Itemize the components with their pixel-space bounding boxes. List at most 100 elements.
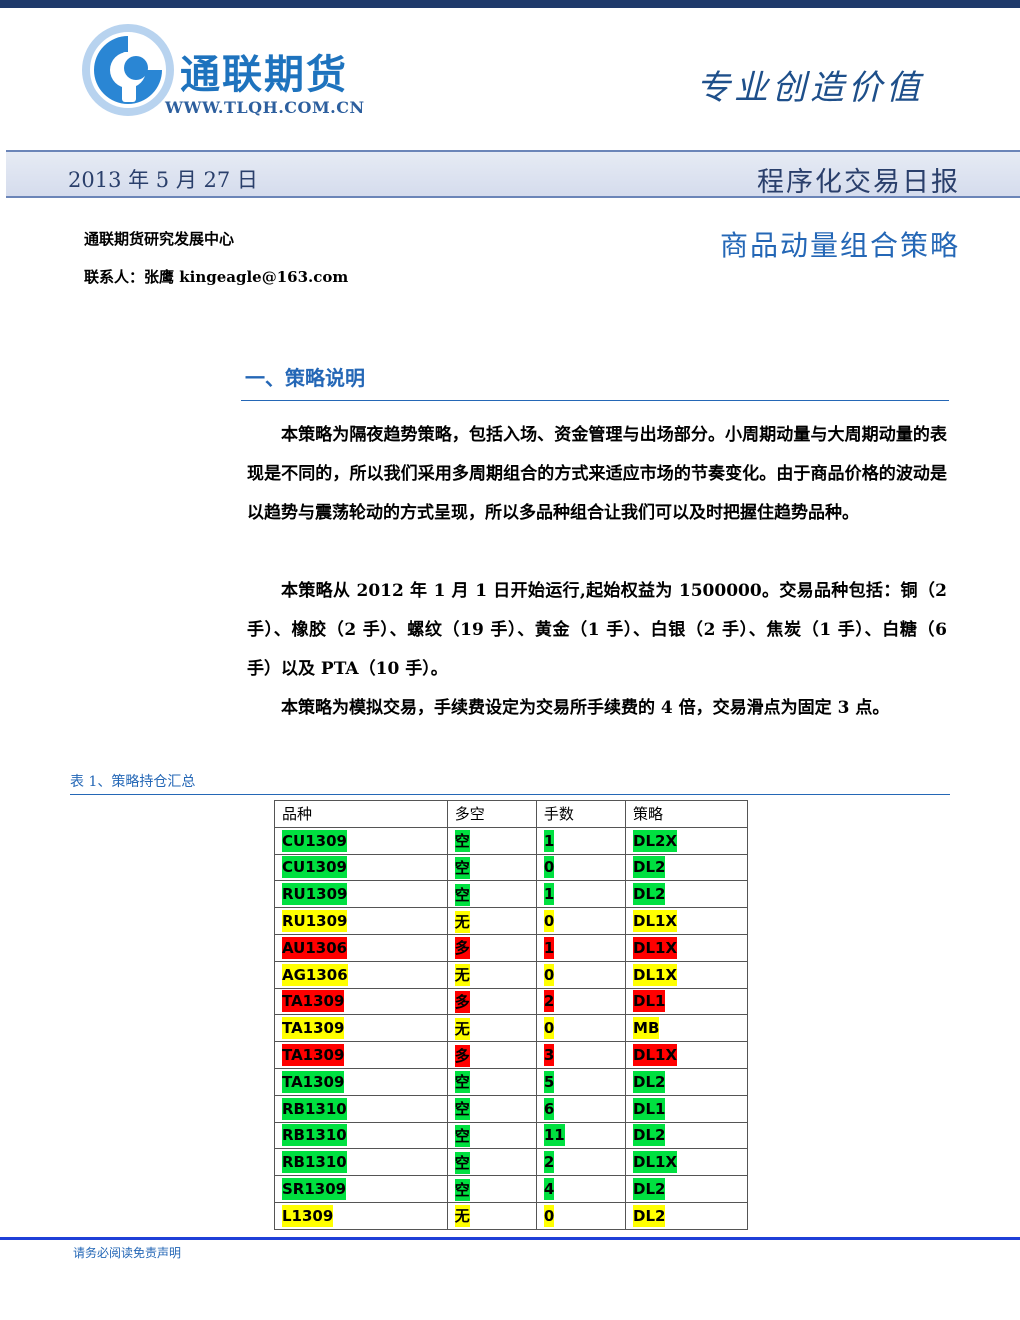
strategy-name: 商品动量组合策略 — [719, 229, 960, 262]
table-cell: AU1306 — [274, 933, 448, 962]
cell-value: 1 — [543, 829, 555, 852]
table-cell: CU1309 — [274, 826, 448, 855]
table-cell: 空 — [446, 880, 537, 909]
cell-value: DL1X — [633, 1151, 678, 1174]
table-cell: 3 — [535, 1041, 627, 1069]
cell-value: 空 — [454, 883, 470, 906]
table-cell: CU1309 — [274, 853, 448, 882]
table-cell: 无 — [446, 960, 537, 989]
cell-value: 0 — [543, 963, 555, 986]
table-cell: 0 — [535, 960, 627, 989]
table-cell: 无 — [446, 1201, 537, 1230]
company-logo-icon — [82, 24, 174, 116]
table-cell: RB1310 — [274, 1148, 448, 1177]
table-cell: 0 — [535, 1014, 627, 1043]
cell-value: 空 — [454, 1071, 470, 1094]
table-cell: 无 — [446, 1014, 537, 1043]
section-heading: 一、策略说明 — [245, 366, 365, 390]
footer-divider — [0, 1237, 1020, 1240]
cell-value: 空 — [454, 1098, 470, 1121]
table-cell: 0 — [535, 907, 627, 935]
cell-value: 无 — [454, 910, 470, 933]
cell-value: 无 — [454, 1017, 470, 1040]
logo-name: 通联期货 — [180, 52, 348, 98]
cell-value: DL1X — [633, 936, 678, 959]
body-paragraph: 本策略为隔夜趋势策略，包括入场、资金管理与出场部分。小周期动量与大周期动量的表现… — [247, 425, 947, 523]
table-cell: L1309 — [274, 1201, 448, 1230]
table-cell: TA1309 — [274, 987, 448, 1016]
table-cell: 6 — [535, 1094, 627, 1123]
table-cell: 多 — [446, 933, 537, 962]
cell-value: DL2 — [633, 1070, 666, 1093]
logo-url: WWW.TLQH.COM.CN — [165, 98, 365, 117]
body-paragraph: 本策略从 2012 年 1 月 1 日开始运行,起始权益为 1500000。交易… — [247, 581, 947, 679]
table-cell: 空 — [446, 1067, 537, 1096]
cell-value: L1309 — [282, 1204, 334, 1227]
cell-value: 6 — [543, 1097, 555, 1120]
cell-value: 5 — [543, 1070, 555, 1093]
cell-value: DL1X — [633, 1044, 678, 1067]
table-cell: DL1 — [625, 1094, 748, 1123]
cell-value: RB1310 — [282, 1097, 347, 1120]
cell-value: TA1309 — [282, 1070, 345, 1093]
section-divider — [241, 400, 949, 401]
cell-value: 2 — [543, 1151, 555, 1174]
cell-value: 无 — [454, 1205, 470, 1228]
cell-value: AU1306 — [282, 936, 348, 959]
table-cell: 空 — [446, 1121, 537, 1150]
cell-value: 空 — [454, 1124, 470, 1147]
cell-value: TA1309 — [282, 1044, 345, 1067]
table-cell: 1 — [535, 880, 627, 909]
table-cell: TA1309 — [274, 1067, 448, 1096]
cell-value: 空 — [454, 856, 470, 879]
column-header: 策略 — [625, 800, 748, 828]
cell-value: RU1309 — [282, 910, 348, 933]
table-cell: DL1X — [625, 1148, 748, 1177]
cell-value: CU1309 — [282, 856, 347, 879]
body-paragraph: 本策略为模拟交易，手续费设定为交易所手续费的 4 倍，交易滑点为固定 3 点。 — [281, 698, 890, 718]
cell-value: AG1306 — [282, 963, 348, 986]
cell-value: DL2X — [633, 829, 678, 852]
slogan: 专业创造价值 — [696, 68, 924, 108]
cell-value: 0 — [543, 1017, 555, 1040]
author-dept: 通联期货研究发展中心 — [84, 230, 235, 248]
table-cell: MB — [625, 1014, 748, 1043]
table-cell: 空 — [446, 826, 537, 855]
cell-value: 多 — [454, 937, 470, 960]
table-cell: RU1309 — [274, 880, 448, 909]
table-row: RB1310 空 6 DL1 — [274, 1094, 748, 1123]
cell-value: DL2 — [633, 856, 666, 879]
cell-value: 无 — [454, 964, 470, 987]
table-row: TA1309 空 5 DL2 — [274, 1067, 748, 1096]
caption-divider — [70, 794, 950, 795]
table-cell: DL2 — [625, 1067, 748, 1096]
cell-value: RU1309 — [282, 883, 348, 906]
table-cell: AG1306 — [274, 960, 448, 989]
cell-value: DL2 — [633, 1124, 666, 1147]
table-cell: 空 — [446, 1094, 537, 1123]
cell-value: RB1310 — [282, 1151, 347, 1174]
cell-value: 1 — [543, 883, 555, 906]
table-cell: 4 — [535, 1175, 627, 1203]
footer-disclaimer: 请务必阅读免责声明 — [73, 1246, 182, 1260]
cell-value: TA1309 — [282, 990, 345, 1013]
column-header: 多空 — [446, 800, 537, 828]
cell-value: DL1 — [633, 990, 666, 1013]
cell-value: 3 — [543, 1044, 555, 1067]
table-cell: TA1309 — [274, 1014, 448, 1043]
table-cell: DL1X — [625, 1041, 748, 1069]
cell-value: MB — [633, 1017, 660, 1040]
